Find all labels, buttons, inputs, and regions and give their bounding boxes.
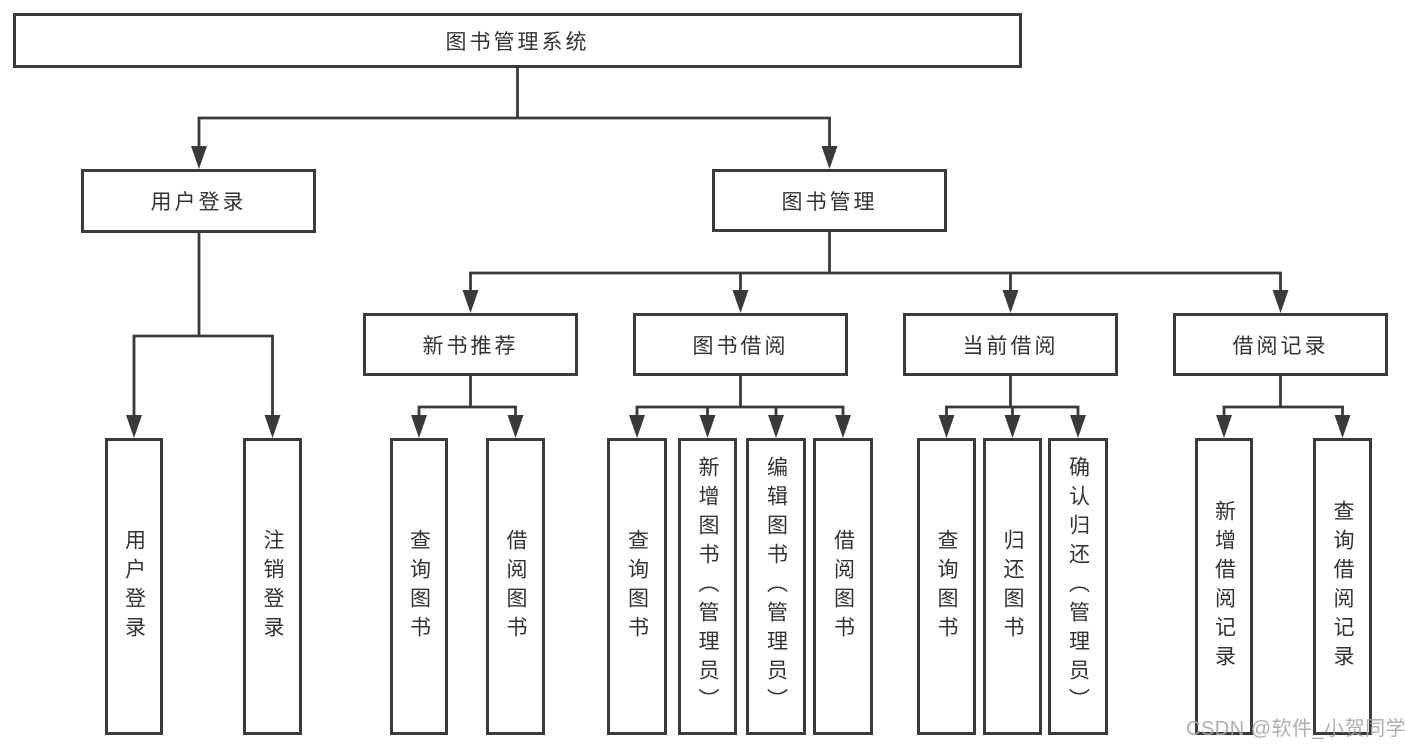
arrowhead-icon: [462, 290, 479, 313]
leaf-logout: 注销登录: [243, 438, 302, 735]
leaf-borrow-books-label: 借阅图书: [831, 528, 855, 645]
node-book-borrowing-label: 图书借阅: [692, 334, 789, 358]
leaf-query-books-borrowing-label: 查询图书: [625, 528, 649, 645]
leaf-return-books-label: 归还图书: [1001, 528, 1024, 645]
arrowhead-icon: [629, 415, 645, 438]
leaf-add-borrowing-record-label: 新增借阅记录: [1212, 499, 1236, 674]
node-borrowing-records-label: 借阅记录: [1232, 334, 1329, 358]
leaf-confirm-return-admin: 确认归还（管理员）: [1048, 438, 1108, 735]
node-user-login-label: 用户登录: [150, 191, 247, 214]
leaf-query-borrowing-record: 查询借阅记录: [1313, 438, 1372, 735]
leaf-query-borrowing-record-label: 查询借阅记录: [1331, 499, 1354, 674]
leaf-borrow-books: 借阅图书: [813, 438, 873, 735]
arrowhead-icon: [732, 290, 749, 313]
node-current-borrowing-label: 当前借阅: [962, 334, 1059, 358]
leaf-edit-books-admin-label: 编辑图书（管理员）: [764, 456, 788, 717]
arrowhead-icon: [1216, 415, 1232, 438]
leaf-edit-books-admin: 编辑图书（管理员）: [746, 438, 806, 735]
leaf-borrow-books-recommendation: 借阅图书: [486, 438, 545, 735]
leaf-confirm-return-admin-label: 确认归还（管理员）: [1066, 456, 1090, 717]
arrowhead-icon: [126, 415, 142, 438]
arrowhead-icon: [1002, 290, 1019, 313]
node-current-borrowing: 当前借阅: [903, 313, 1118, 376]
node-book-management-label: 图书管理: [781, 190, 878, 214]
arrowhead-icon: [1272, 290, 1289, 313]
leaf-add-books-admin: 新增图书（管理员）: [678, 438, 737, 735]
leaf-query-books-current: 查询图书: [917, 438, 976, 735]
leaf-return-books: 归还图书: [983, 438, 1042, 735]
leaf-user-login: 用户登录: [105, 438, 163, 735]
arrowhead-icon: [1070, 415, 1086, 438]
arrowhead-icon: [938, 415, 955, 438]
watermark: CSDN @软件_小贺同学: [1186, 718, 1405, 740]
leaf-user-login-label: 用户登录: [122, 528, 146, 645]
arrowhead-icon: [1004, 415, 1021, 438]
arrowhead-icon: [835, 415, 851, 438]
leaf-borrow-books-recommendation-label: 借阅图书: [504, 528, 527, 645]
arrowhead-icon: [1334, 415, 1351, 438]
leaf-add-books-admin-label: 新增图书（管理员）: [696, 456, 719, 717]
arrowhead-icon: [821, 146, 838, 169]
leaf-logout-label: 注销登录: [261, 528, 284, 645]
arrowhead-icon: [191, 146, 207, 169]
node-borrowing-records: 借阅记录: [1173, 313, 1388, 376]
arrowhead-icon: [507, 415, 524, 438]
leaf-query-books-current-label: 查询图书: [935, 528, 958, 645]
leaf-query-books-recommendation: 查询图书: [390, 438, 448, 735]
node-library-management-system-label: 图书管理系统: [445, 30, 590, 54]
node-new-book-recommendation-label: 新书推荐: [422, 334, 519, 358]
node-book-borrowing: 图书借阅: [633, 313, 848, 376]
arrowhead-icon: [699, 415, 716, 438]
arrowhead-icon: [768, 415, 784, 438]
node-new-book-recommendation: 新书推荐: [363, 313, 578, 376]
leaf-query-books-borrowing: 查询图书: [607, 438, 667, 735]
leaf-query-books-recommendation-label: 查询图书: [407, 528, 431, 645]
arrowhead-icon: [411, 415, 427, 438]
arrowhead-icon: [264, 415, 281, 438]
node-user-login: 用户登录: [81, 169, 316, 233]
leaf-add-borrowing-record: 新增借阅记录: [1195, 438, 1253, 735]
node-book-management: 图书管理: [712, 169, 947, 232]
node-library-management-system: 图书管理系统: [13, 13, 1022, 68]
